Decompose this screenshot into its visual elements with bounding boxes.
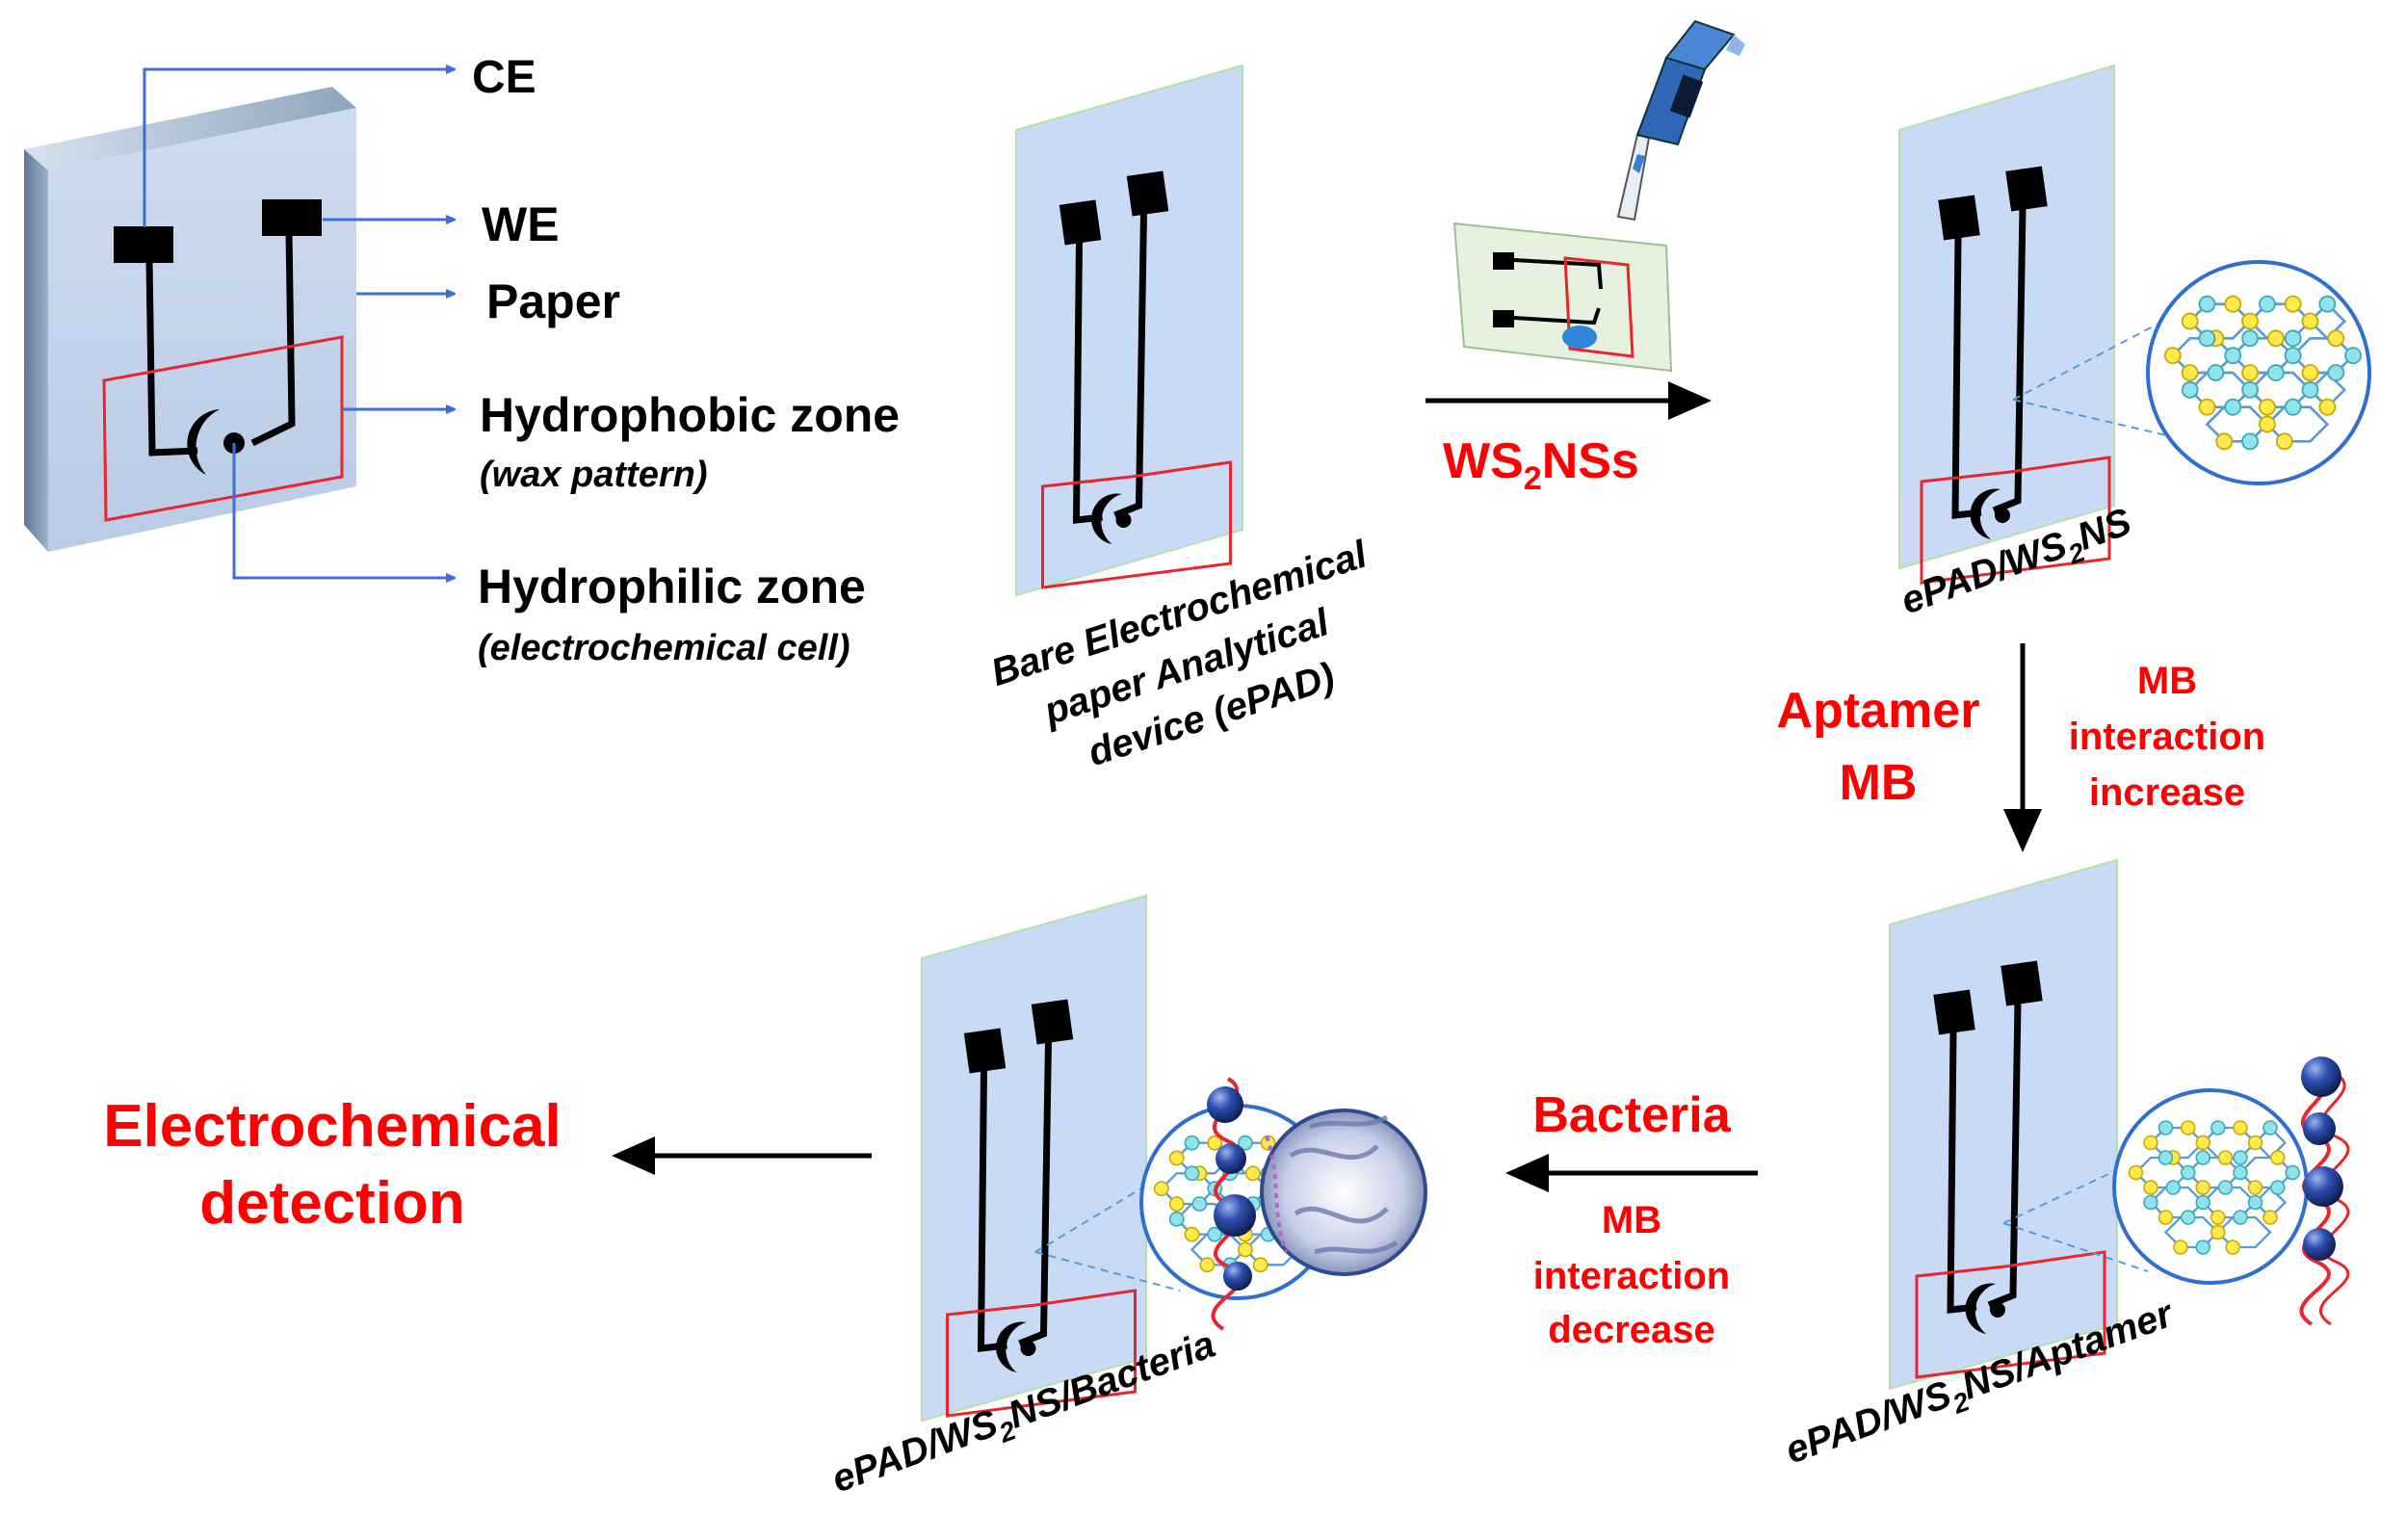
wax-zone: [102, 335, 344, 522]
mb-decrease-note-1: MB: [1602, 1199, 1661, 1241]
ce-label: CE: [472, 52, 536, 103]
we-label: WE: [482, 197, 560, 251]
pipette-icon: [1452, 19, 1745, 373]
mb-increase-note-2: interaction: [2069, 716, 2265, 758]
hydrophobic-note: (wax pattern): [480, 455, 707, 495]
bacteria-label: Bacteria: [1532, 1087, 1731, 1143]
mb-decrease-note-3: decrease: [1548, 1309, 1714, 1351]
mb-increase-note-1: MB: [2137, 660, 2197, 702]
epad-ws2ns: [1898, 64, 2371, 583]
device-block-3d: [24, 87, 356, 552]
ce-pad: [114, 226, 173, 263]
result-line-1: Electrochemical: [103, 1093, 562, 1160]
hydrophilic-note: (electrochemical cell): [478, 628, 850, 668]
we-pad: [262, 199, 322, 236]
ws2-step-label: WS2NSs: [1443, 433, 1639, 497]
epad-ws2ns-aptamer: [1889, 858, 2350, 1391]
result-line-2: detection: [199, 1170, 465, 1237]
mb-decrease-note-2: interaction: [1533, 1255, 1730, 1297]
bare-epad: [1015, 64, 1243, 597]
legend-labels: CE WE Paper Hydrophobic zone (wax patter…: [472, 52, 900, 668]
legend-leaders: [143, 69, 453, 578]
paper-label: Paper: [486, 274, 620, 328]
aptamer-label: Aptamer: [1777, 683, 1980, 739]
hydrophobic-label: Hydrophobic zone: [480, 388, 900, 442]
epad-ws2ns-bacteria: [921, 894, 1427, 1423]
hydrophilic-label: Hydrophilic zone: [478, 560, 866, 613]
mb-label: MB: [1840, 755, 1918, 811]
mb-increase-note-3: increase: [2089, 771, 2245, 814]
